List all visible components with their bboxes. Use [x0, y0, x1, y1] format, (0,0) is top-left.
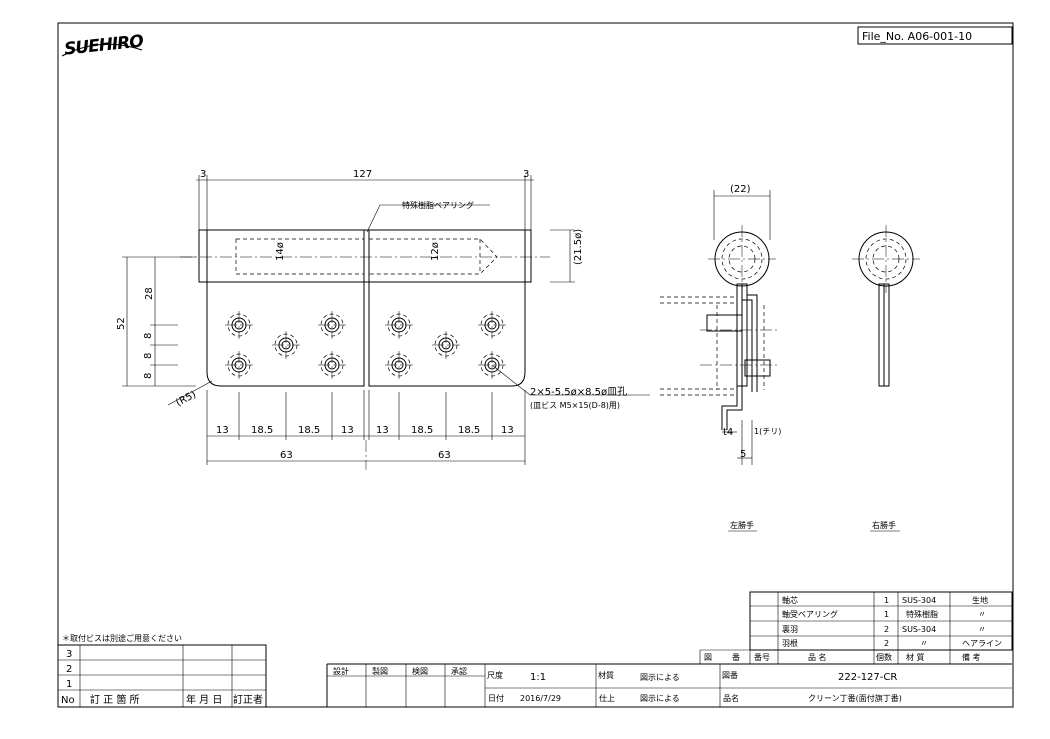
rev-row-2: 2	[66, 664, 72, 675]
side-view-left: (22) t4 1(チリ) 5 左勝手	[660, 184, 781, 532]
svg-text:SUEHIRO: SUEHIRO	[63, 31, 144, 59]
dim-28: 28	[144, 287, 155, 300]
rev-row-3: 3	[66, 649, 72, 660]
part-3-name: 裏羽	[782, 624, 798, 634]
sheet-border	[57, 22, 1014, 708]
dim-bottom-8: 13	[501, 425, 514, 436]
hdr-no: 番	[732, 652, 740, 662]
file-no: File_No. A06-001-10	[862, 30, 972, 43]
screw-holes	[225, 311, 506, 379]
label-right-hand: 右勝手	[872, 520, 896, 530]
part-1-qty: 1	[884, 596, 889, 605]
dim-22: (22)	[730, 184, 751, 195]
role-design: 設計	[333, 666, 349, 676]
part-3-note: 〃	[978, 625, 986, 634]
dim-3-right: 3	[523, 169, 529, 180]
dia-outer: (21.5ø)	[573, 229, 584, 265]
title-block: 設計 製図 検図 承認 尺度 1:1 材質 図示による 図番 222-127-C…	[326, 663, 1012, 707]
dim-bottom-2: 18.5	[251, 425, 273, 436]
dia-14: 14ø	[275, 242, 286, 261]
bearing-callout: 特殊樹脂ベアリング	[402, 200, 474, 210]
screw-note: ＊取付ビスは別途ご用意ください	[62, 633, 182, 643]
part-4-note: ヘアライン	[962, 639, 1002, 648]
part-2-material: 特殊樹脂	[906, 609, 938, 619]
label-left-hand: 左勝手	[730, 520, 754, 530]
file-no-box	[857, 26, 1013, 45]
product-value: クリーン丁番(面付旗丁番)	[808, 693, 902, 703]
suehiro-logo: SUEHIRO	[61, 31, 144, 60]
role-draft: 製図	[372, 666, 388, 676]
role-approve: 承認	[451, 666, 467, 676]
role-check: 検図	[412, 666, 428, 676]
dim-bottom-3: 18.5	[298, 425, 320, 436]
dim-t4: t4	[723, 427, 733, 438]
dim-bottom-7: 18.5	[458, 425, 480, 436]
dim-bottom-5: 13	[376, 425, 389, 436]
dia-12: 12ø	[430, 242, 441, 261]
drawing-no-label: 図番	[722, 670, 738, 680]
part-3-qty: 2	[884, 625, 889, 634]
hdr-part: 品 名	[808, 652, 827, 662]
dim-52: 52	[116, 317, 127, 330]
part-1-material: SUS-304	[902, 596, 936, 605]
dim-clearance: 1(チリ)	[754, 427, 781, 436]
dim-3-left: 3	[200, 169, 206, 180]
dim-half-left: 63	[280, 450, 293, 461]
hole-note-1: 2×5-5.5ø×8.5ø皿孔	[530, 386, 627, 398]
dim-bottom-1: 13	[216, 425, 229, 436]
material-label: 材質	[598, 670, 614, 680]
product-label: 品名	[723, 693, 739, 703]
scale-label: 尺度	[487, 670, 503, 680]
part-3-material: SUS-304	[902, 625, 936, 634]
rev-hdr-no: No	[61, 695, 75, 706]
date-label: 日付	[488, 693, 504, 703]
dim-8b: 8	[143, 353, 154, 359]
radius-r5: (R5)	[174, 389, 198, 409]
date-value: 2016/7/29	[520, 694, 561, 703]
hdr-note: 備 考	[962, 652, 981, 662]
part-4-material: 〃	[920, 639, 928, 648]
side-view-right: 右勝手	[852, 225, 920, 532]
material-value: 図示による	[640, 673, 680, 682]
drawing-no: 222-127-CR	[838, 672, 897, 683]
dim-half-right: 63	[438, 450, 451, 461]
scale-value: 1:1	[530, 672, 546, 683]
parts-table: 軸芯 1 SUS-304 生地 軸受ベアリング 1 特殊樹脂 〃 裏羽 2 SU…	[699, 591, 1013, 664]
part-1-name: 軸芯	[782, 595, 798, 605]
dim-bottom-4: 13	[341, 425, 354, 436]
dim-127: 127	[353, 169, 372, 180]
hdr-material: 材 質	[906, 652, 925, 662]
finish-value: 図示による	[640, 694, 680, 703]
part-2-name: 軸受ベアリング	[782, 609, 838, 619]
part-2-qty: 1	[884, 610, 889, 619]
rev-hdr-date: 年 月 日	[186, 693, 222, 706]
dim-8a: 8	[143, 333, 154, 339]
hdr-count: 個数	[876, 652, 892, 662]
front-view: 127 3 3 特殊樹脂ベアリング 14ø 12ø (21.5ø)	[116, 169, 650, 470]
part-4-name: 羽根	[782, 638, 798, 648]
part-2-note: 〃	[978, 610, 986, 619]
rev-row-1: 1	[66, 679, 72, 690]
hdr-ref: 図	[704, 653, 712, 662]
rev-hdr-by: 訂正者	[233, 693, 263, 706]
part-4-qty: 2	[884, 639, 889, 648]
revision-table: ＊取付ビスは別途ご用意ください 3 2 1 No 訂 正 箇 所 年 月 日 訂…	[57, 633, 267, 708]
rev-hdr-desc: 訂 正 箇 所	[90, 693, 140, 706]
dim-bottom-6: 18.5	[411, 425, 433, 436]
hdr-code: 番号	[754, 652, 770, 662]
part-1-note: 生地	[972, 595, 988, 605]
hole-note-2: (皿ビス M5×15(D-8)用)	[530, 401, 620, 410]
dim-8c: 8	[143, 373, 154, 379]
dim-5: 5	[740, 449, 746, 460]
finish-label: 仕上	[599, 693, 615, 703]
